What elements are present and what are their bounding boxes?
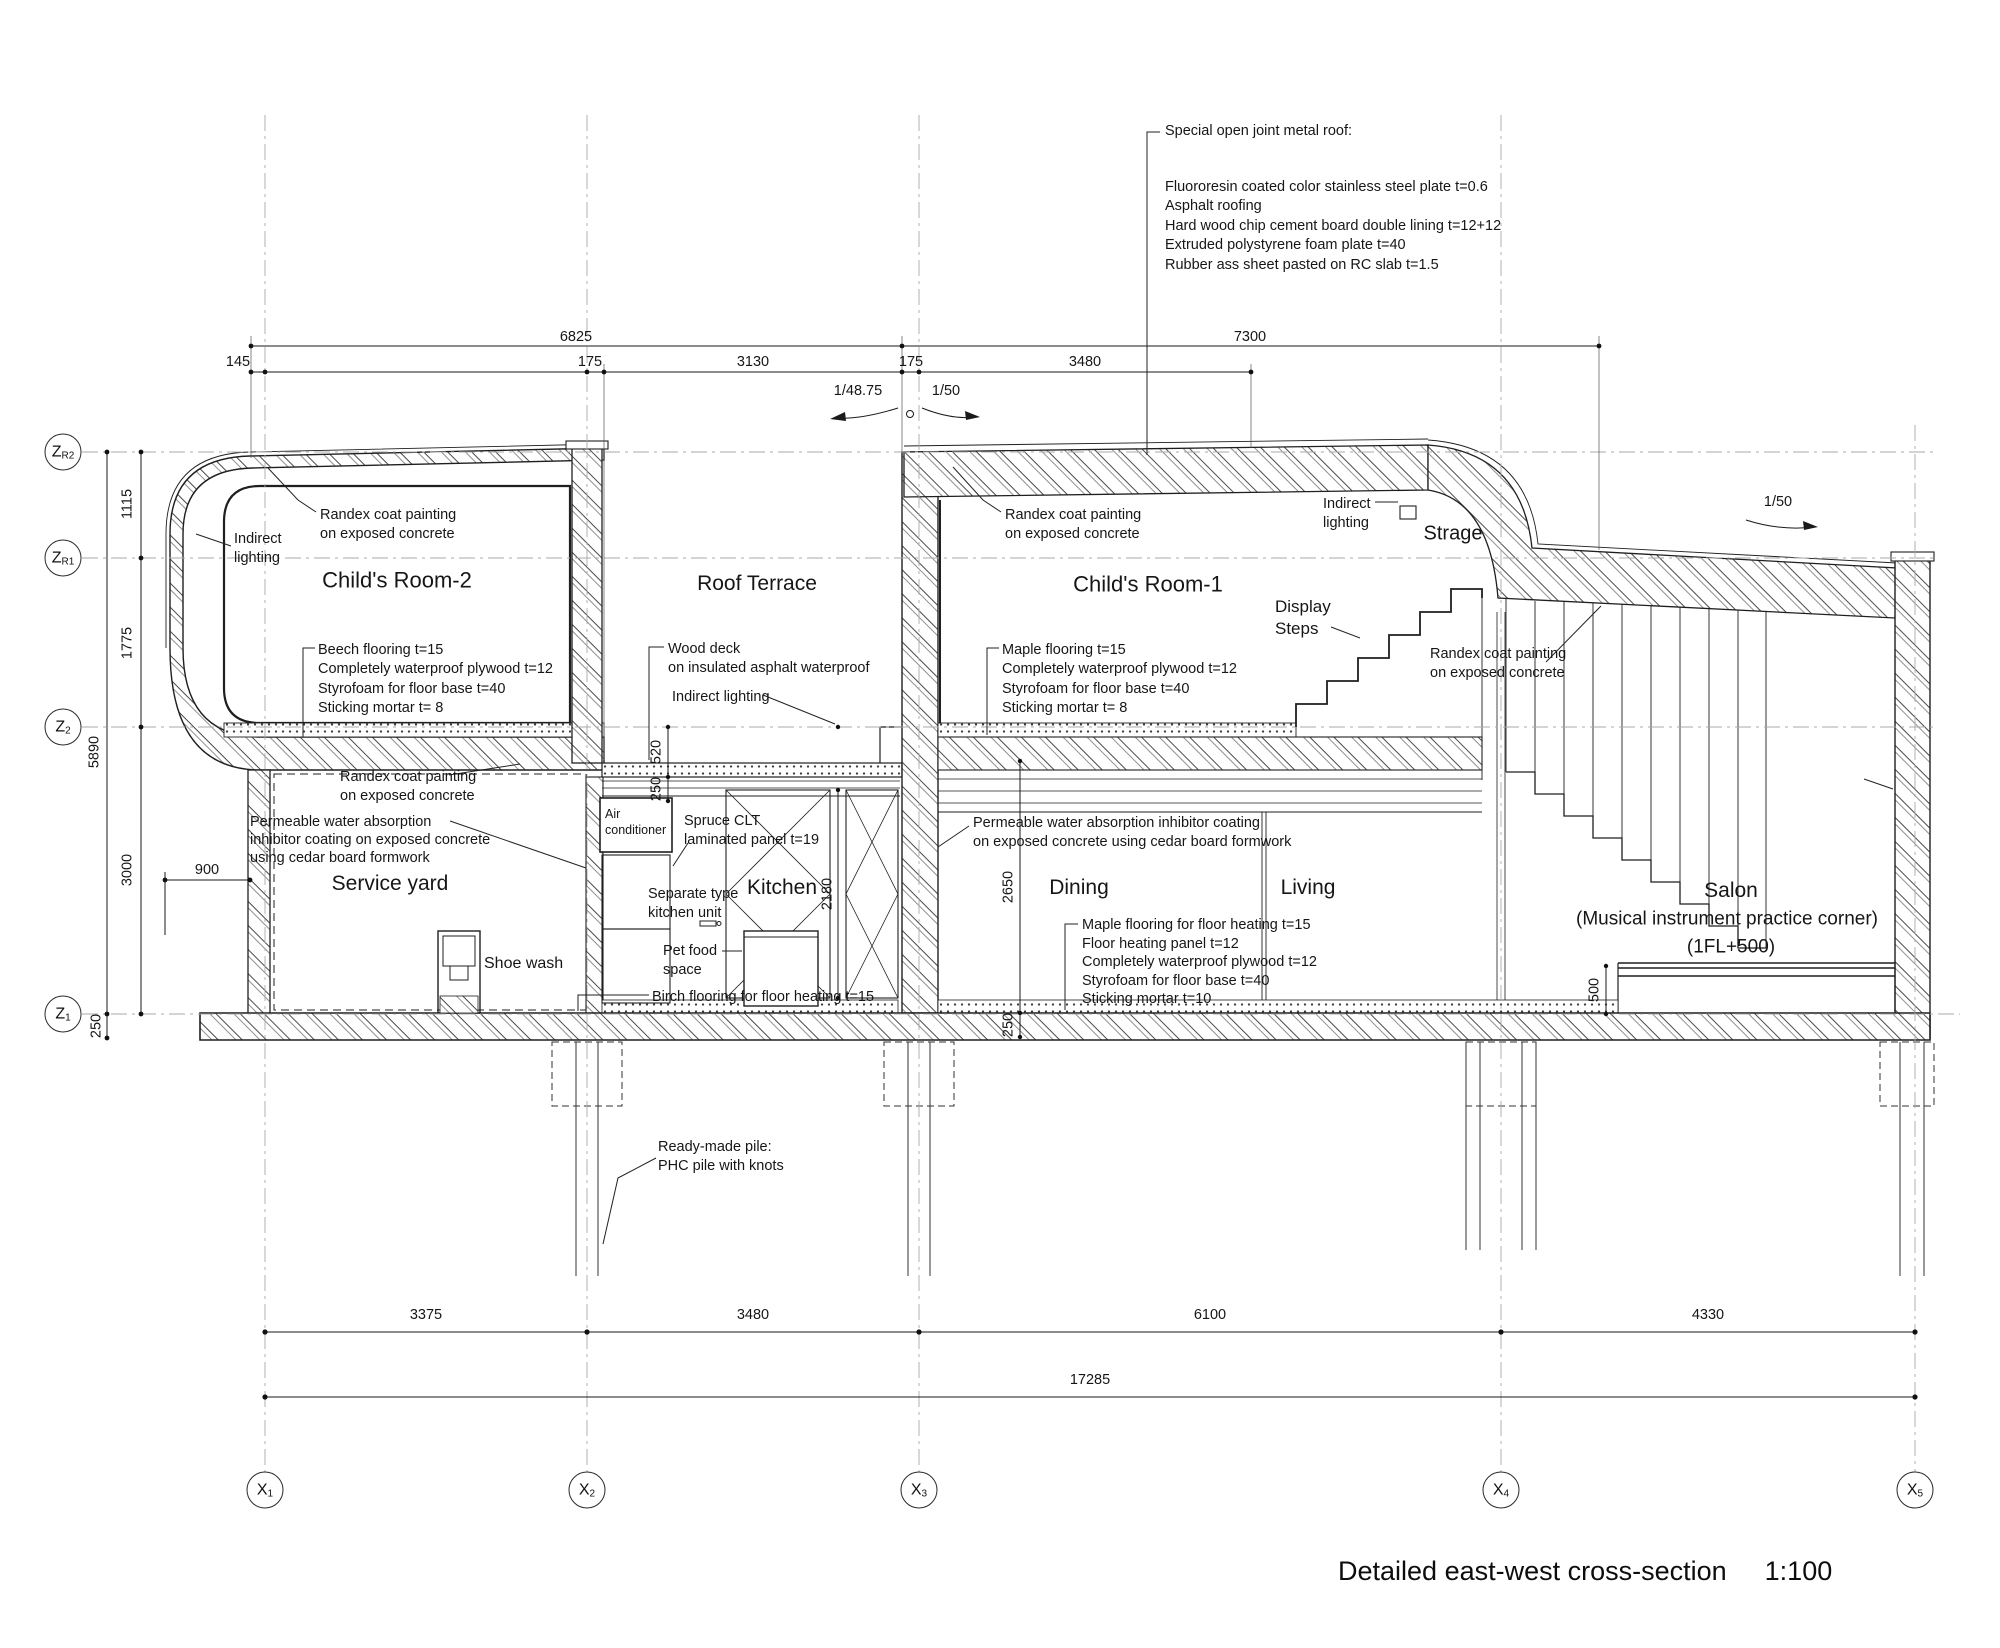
room-roof-terrace: Roof Terrace [697,571,817,595]
grid-x5-main: X [1906,1481,1918,1498]
dim-250-slab: 250 [1000,1012,1017,1038]
room-living: Living [1280,875,1336,899]
note-kitchen-spruce: Spruce CLT laminated panel t=19 [684,813,820,849]
building-geometry [165,438,1935,1276]
dim-5890: 5890 [86,735,103,769]
grid-x1-main: X [256,1481,268,1498]
dim-3480-top: 3480 [1068,354,1102,370]
label-display-steps: Display Steps [1275,597,1331,639]
dim-2650: 2650 [1000,870,1017,904]
room-kitchen: Kitchen [746,875,818,899]
note-curve-randex: Randex coat painting on exposed concrete [1430,646,1567,682]
dim-4330: 4330 [1691,1307,1725,1323]
grid-x1-sub: 1 [267,1488,274,1499]
dim-3130: 3130 [736,354,770,370]
note-dining-permeable: Permeable water absorption inhibitor coa… [973,815,1292,851]
note-kitchen-birch: Birch flooring for floor heating t=15 [652,989,875,1005]
grid-z1-main: Z [55,1005,66,1022]
dim-2180: 2180 [819,877,836,911]
slope-1-48-75: 1/48.75 [833,383,883,399]
room-childs-room-1: Child's Room-1 [1073,571,1223,597]
sheet-title: Detailed east-west cross-section 1:100 [1338,1556,1832,1587]
grid-zr1-sub: R1 [61,556,75,567]
note-yard-randex: Randex coat painting on exposed concrete [340,769,477,805]
grid-x5-sub: 5 [1917,1488,1924,1499]
note-r2-randex: Randex coat painting on exposed concrete [320,507,457,543]
label-shoe-wash: Shoe wash [484,955,564,972]
sheet-title-text: Detailed east-west cross-section [1338,1556,1727,1586]
dim-7300: 7300 [1233,329,1267,345]
roof-spec-lines: Fluororesin coated color stainless steel… [1165,179,1502,273]
dim-250-left: 250 [88,1013,105,1039]
room-salon: Salon [1704,878,1758,902]
roof-spec-title: Special open joint metal roof: [1165,123,1352,139]
grid-z1-sub: 1 [65,1012,71,1023]
note-r2-indirect: Indirect lighting [234,531,282,567]
label-air-conditioner: Air conditioner [605,807,667,837]
dim-17285: 17285 [1069,1372,1111,1388]
note-yard-permeable: Permeable water absorption inhibitor coa… [250,814,491,867]
slope-1-50-mid: 1/50 [931,383,961,399]
leader-lines [195,131,1894,1245]
dimension-lines [104,336,1918,1400]
note-r2-floor: Beech flooring t=15 Completely waterproo… [318,642,553,717]
dim-3375: 3375 [409,1307,443,1323]
dim-175-b: 175 [898,354,924,370]
dim-175-a: 175 [577,354,603,370]
slope-1-50-right: 1/50 [1763,494,1793,510]
grid-z2-main: Z [55,718,66,735]
dim-500: 500 [1586,977,1603,1003]
note-r1-indirect: Indirect lighting [1323,496,1371,532]
dim-1115: 1115 [119,488,136,520]
sheet-title-scale: 1:100 [1764,1556,1833,1586]
dim-900: 900 [194,862,220,878]
label-pet-food: Pet food space [663,943,718,979]
grid-x4-sub: 4 [1503,1488,1510,1499]
dim-3000: 3000 [119,853,136,887]
grid-x2-main: X [578,1481,590,1498]
grid-x3-main: X [910,1481,922,1498]
grid-zr2-sub: R2 [61,450,75,461]
note-dining-floor: Maple flooring for floor heating t=15 Fl… [1082,917,1317,1008]
room-salon-sub2: (1FL+500) [1686,936,1776,958]
note-terrace-wood-deck: Wood deck on insulated asphalt waterproo… [668,641,870,677]
grid-zr2-main: Z [51,443,62,460]
room-service-yard: Service yard [331,871,449,895]
dim-145: 145 [225,354,251,370]
dim-250-deck: 250 [648,776,665,802]
room-childs-room-2: Child's Room-2 [322,567,472,593]
dim-3480-bottom: 3480 [736,1307,770,1323]
grid-x2-sub: 2 [589,1488,596,1499]
room-dining: Dining [1049,875,1109,899]
note-kitchen-separate: Separate type kitchen unit [648,886,739,922]
note-r1-floor: Maple flooring t=15 Completely waterproo… [1002,642,1237,717]
room-salon-sub1: (Musical instrument practice corner) [1576,908,1878,930]
note-ready-made-pile: Ready-made pile: PHC pile with knots [658,1139,784,1175]
dim-1775: 1775 [119,626,136,660]
room-strage: Strage [1423,522,1483,545]
dim-6100: 6100 [1193,1307,1227,1323]
grid-z2-sub: 2 [65,725,71,736]
grid-zr1-main: Z [51,549,62,566]
dim-6825: 6825 [559,329,593,345]
note-r1-randex: Randex coat painting on exposed concrete [1005,507,1142,543]
grid-x4-main: X [1492,1481,1504,1498]
note-terrace-indirect: Indirect lighting [672,689,770,705]
grid-x3-sub: 3 [921,1488,928,1499]
dim-520: 520 [648,739,665,765]
grid-lines [82,115,1960,1472]
